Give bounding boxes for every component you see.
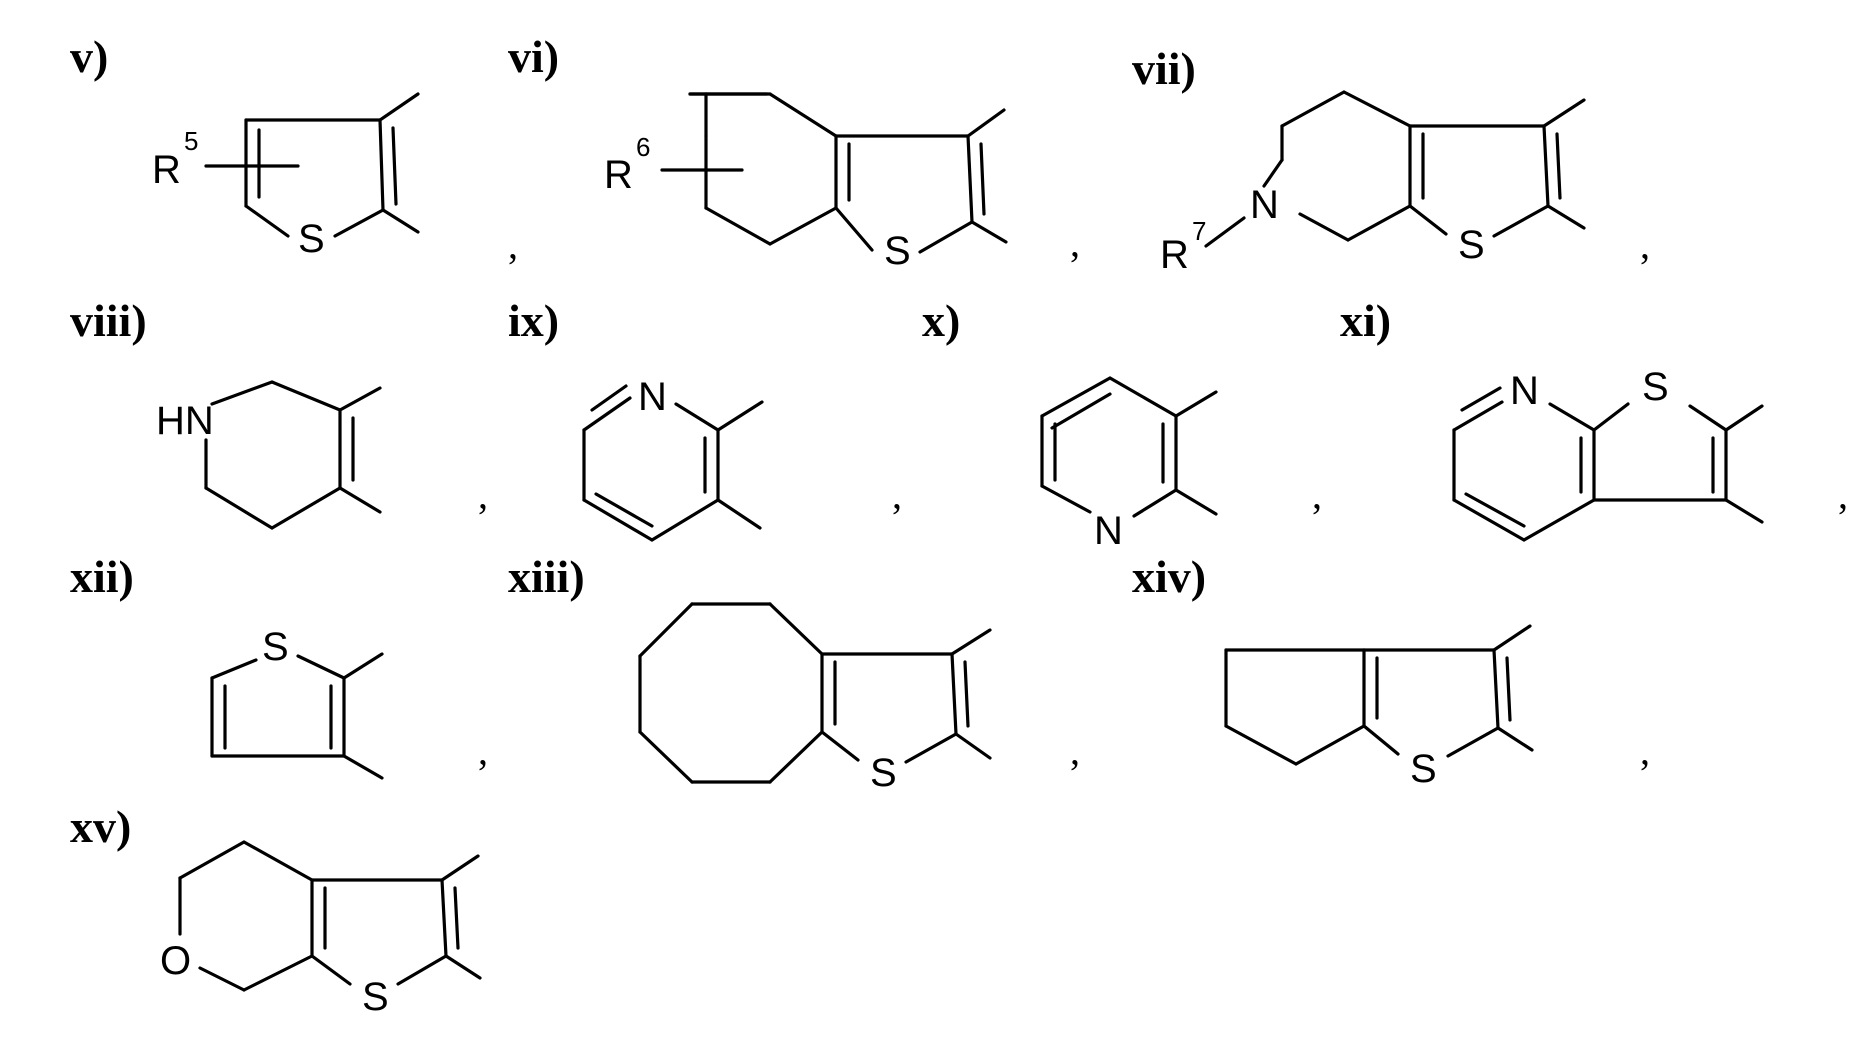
structure-xiv-bonds bbox=[1226, 626, 1532, 764]
label-vii: vii) bbox=[1132, 43, 1196, 94]
atom-s-xi: S bbox=[1642, 365, 1669, 409]
structure-xi-bonds bbox=[1454, 388, 1762, 540]
structure-vii: vii) N S R 7 , bbox=[1132, 43, 1650, 277]
label-xi: xi) bbox=[1340, 295, 1391, 346]
substituent-r-vii: R bbox=[1160, 233, 1189, 277]
label-xv: xv) bbox=[70, 801, 131, 852]
label-xii: xii) bbox=[70, 551, 134, 602]
label-viii: viii) bbox=[70, 295, 147, 346]
structure-x: x) N , bbox=[922, 295, 1322, 553]
atom-n-xi: N bbox=[1510, 369, 1539, 413]
atom-s-xii: S bbox=[262, 625, 289, 669]
separator-ix: , bbox=[892, 472, 902, 517]
atom-n-vii: N bbox=[1250, 183, 1279, 227]
structure-v: v) S R 5 , bbox=[70, 31, 518, 267]
separator-xi: , bbox=[1838, 472, 1848, 517]
structure-ix-bonds bbox=[584, 386, 762, 540]
atom-s-v: S bbox=[298, 217, 325, 261]
structure-xii-bonds bbox=[212, 654, 382, 778]
atom-s-xiii: S bbox=[870, 751, 897, 795]
separator-xiii: , bbox=[1070, 728, 1080, 773]
atom-hn-viii: HN bbox=[156, 399, 214, 443]
separator-x: , bbox=[1312, 472, 1322, 517]
structure-xi: xi) N S , bbox=[1340, 295, 1848, 540]
structure-v-bonds bbox=[206, 94, 418, 236]
label-v: v) bbox=[70, 31, 108, 82]
atom-o-xv: O bbox=[160, 939, 191, 983]
structure-xiv: xiv) S , bbox=[1132, 551, 1650, 791]
structure-xiii: xiii) S , bbox=[508, 551, 1080, 795]
separator-viii: , bbox=[478, 472, 488, 517]
structure-ix: ix) N , bbox=[508, 295, 902, 540]
structure-vi: vi) S R 6 , bbox=[508, 31, 1080, 273]
separator-vi: , bbox=[1070, 220, 1080, 265]
label-x: x) bbox=[922, 295, 960, 346]
label-ix: ix) bbox=[508, 295, 559, 346]
substituent-r-vii-superscript: 7 bbox=[1192, 216, 1206, 246]
atom-s-xv: S bbox=[362, 975, 389, 1019]
atom-s-vii: S bbox=[1458, 223, 1485, 267]
atom-n-ix: N bbox=[638, 375, 667, 419]
separator-xii: , bbox=[478, 728, 488, 773]
label-xiii: xiii) bbox=[508, 551, 585, 602]
separator-xiv: , bbox=[1640, 728, 1650, 773]
structure-xiii-bonds bbox=[640, 604, 990, 782]
atom-n-x: N bbox=[1094, 509, 1123, 553]
structure-xii: xii) S , bbox=[70, 551, 488, 778]
structure-vi-bonds bbox=[662, 94, 1006, 252]
structure-x-bonds bbox=[1042, 378, 1216, 516]
substituent-r-v: R bbox=[152, 148, 181, 192]
label-vi: vi) bbox=[508, 31, 559, 82]
separator-vii: , bbox=[1640, 222, 1650, 267]
substituent-r-v-superscript: 5 bbox=[184, 126, 198, 156]
atom-s-vi: S bbox=[884, 229, 911, 273]
structure-xv-bonds bbox=[180, 842, 480, 990]
structure-viii: viii) HN , bbox=[70, 295, 488, 528]
substituent-r-vi: R bbox=[604, 153, 633, 197]
structure-viii-bonds bbox=[206, 382, 380, 528]
separator-v: , bbox=[508, 222, 518, 267]
label-xiv: xiv) bbox=[1132, 551, 1206, 602]
atom-s-xiv: S bbox=[1410, 747, 1437, 791]
substituent-r-vi-superscript: 6 bbox=[636, 132, 650, 162]
structure-xv: xv) O S bbox=[70, 801, 480, 1019]
